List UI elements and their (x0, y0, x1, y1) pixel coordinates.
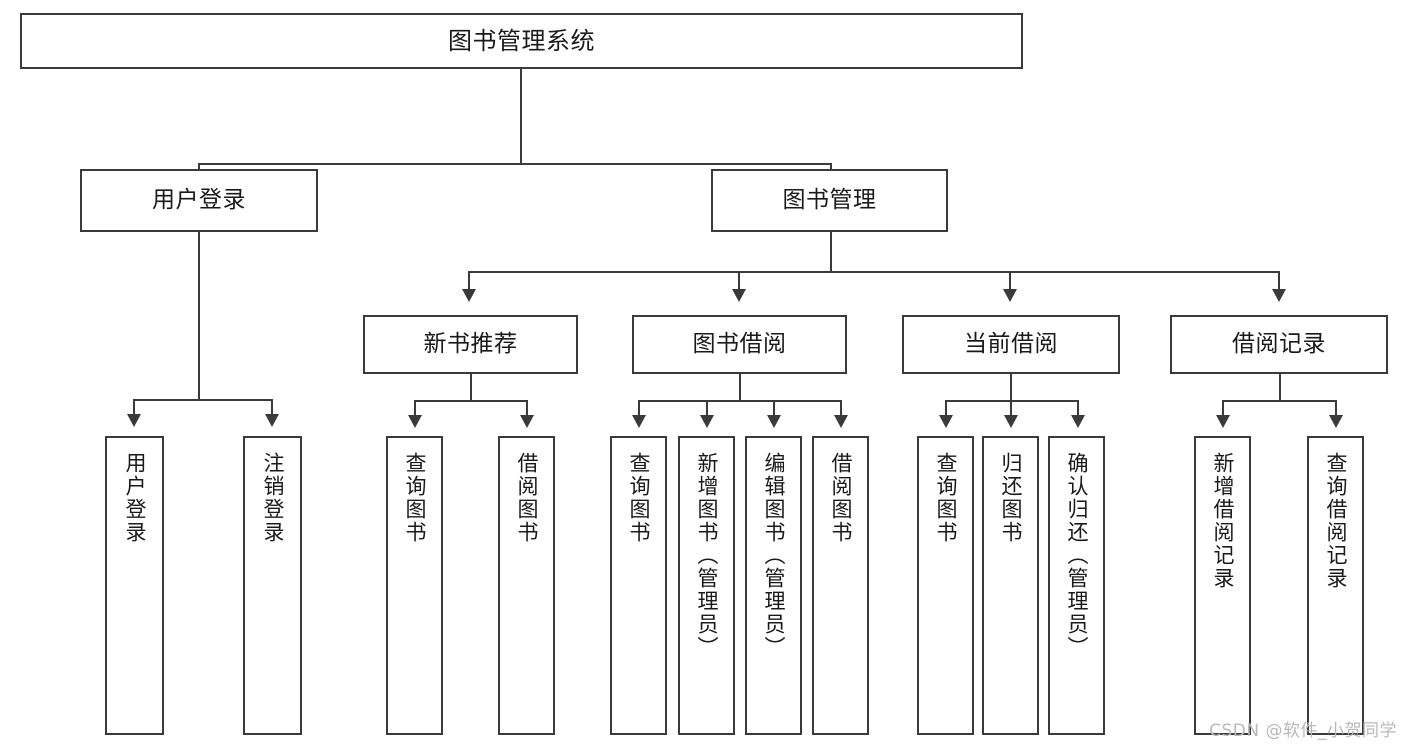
arrow-to-leaf-logout-login (265, 414, 279, 427)
node-label: 用户登录 (152, 186, 246, 213)
arrow-to-leaf-query-book-2 (632, 415, 646, 428)
arrow-to-leaf-borrow-book-2 (834, 415, 848, 428)
arrow-to-borrow-record (1272, 289, 1286, 302)
node-label: 当前借阅 (964, 330, 1058, 357)
leaf-query-book-3[interactable]: 查询图书 (917, 436, 974, 735)
connector-br-bus (1222, 400, 1337, 402)
connector-level3-stub-2 (738, 271, 740, 293)
node-label: 图书借阅 (692, 330, 787, 357)
node-label: 图书管理 (782, 186, 877, 213)
node-label: 图书管理系统 (448, 26, 595, 55)
connector-level3-stub-4 (1278, 271, 1280, 293)
leaf-user-login[interactable]: 用户登录 (105, 436, 164, 735)
node-borrow-record[interactable]: 借阅记录 (1170, 315, 1388, 374)
leaf-label: 查询借阅记录 (1323, 452, 1348, 590)
node-book-management-system[interactable]: 图书管理系统 (20, 13, 1023, 69)
connector-br-trunk (1279, 374, 1281, 401)
leaf-label: 确认归还（管理员） (1064, 452, 1089, 659)
leaf-return-book[interactable]: 归还图书 (982, 436, 1039, 735)
connector-bb-stub-4 (840, 400, 842, 418)
connector-cb-stub-3 (1077, 400, 1079, 418)
connector-nbr-stub-2 (526, 400, 528, 418)
arrow-to-current-borrow (1003, 289, 1017, 302)
node-label: 新书推荐 (423, 330, 518, 357)
connector-bb-stub-1 (638, 400, 640, 418)
arrow-to-leaf-query-book-3 (939, 415, 953, 428)
leaf-label: 归还图书 (998, 452, 1023, 544)
leaf-add-book[interactable]: 新增图书（管理员） (678, 436, 735, 735)
leaf-label: 查询图书 (933, 452, 958, 544)
leaf-label: 新增借阅记录 (1210, 452, 1235, 590)
connector-bb-stub-2 (706, 400, 708, 418)
leaf-label: 借阅图书 (514, 452, 539, 544)
leaf-label: 新增图书（管理员） (694, 452, 719, 659)
arrow-to-book-borrow (732, 289, 746, 302)
connector-bb-bus (638, 400, 841, 402)
leaf-add-record[interactable]: 新增借阅记录 (1194, 436, 1251, 735)
connector-book-manage-trunk (830, 232, 832, 272)
connector-user-login-bus (133, 399, 272, 401)
connector-user-login-stub-2 (271, 399, 273, 418)
arrow-to-leaf-borrow-book-1 (520, 415, 534, 428)
leaf-logout-login[interactable]: 注销登录 (243, 436, 302, 735)
leaf-query-book-1[interactable]: 查询图书 (386, 436, 443, 735)
leaf-label: 查询图书 (402, 452, 427, 544)
node-book-manage[interactable]: 图书管理 (711, 169, 948, 232)
connector-level3-stub-1 (468, 271, 470, 293)
leaf-borrow-book-1[interactable]: 借阅图书 (498, 436, 555, 735)
connector-cb-trunk (1010, 374, 1012, 401)
connector-bb-stub-3 (773, 400, 775, 418)
leaf-label: 注销登录 (260, 452, 285, 544)
connector-root-trunk (520, 69, 522, 164)
connector-br-stub-1 (1222, 400, 1224, 418)
connector-nbr-trunk (470, 374, 472, 401)
arrow-to-leaf-return-book (1004, 415, 1018, 428)
leaf-label: 查询图书 (626, 452, 651, 544)
connector-br-stub-2 (1335, 400, 1337, 418)
connector-level3-bus (468, 271, 1280, 273)
connector-level3-stub-3 (1009, 271, 1011, 293)
connector-user-login-trunk (198, 232, 200, 400)
arrow-to-leaf-query-record (1329, 415, 1343, 428)
node-new-book-recommend[interactable]: 新书推荐 (363, 315, 578, 374)
connector-nbr-bus (414, 400, 528, 402)
arrow-to-leaf-confirm-return (1071, 415, 1085, 428)
arrow-to-new-book-recommend (462, 289, 476, 302)
node-user-login[interactable]: 用户登录 (80, 169, 318, 232)
leaf-label: 编辑图书（管理员） (761, 452, 786, 659)
connector-level2-bus (198, 163, 832, 165)
connector-cb-stub-1 (945, 400, 947, 418)
node-current-borrow[interactable]: 当前借阅 (902, 315, 1120, 374)
leaf-edit-book[interactable]: 编辑图书（管理员） (745, 436, 802, 735)
leaf-label: 用户登录 (122, 452, 147, 544)
leaf-query-record[interactable]: 查询借阅记录 (1307, 436, 1364, 735)
connector-user-login-stub-1 (133, 399, 135, 418)
arrow-to-leaf-query-book-1 (408, 415, 422, 428)
leaf-borrow-book-2[interactable]: 借阅图书 (812, 436, 869, 735)
node-label: 借阅记录 (1232, 330, 1326, 357)
leaf-query-book-2[interactable]: 查询图书 (610, 436, 667, 735)
leaf-label: 借阅图书 (828, 452, 853, 544)
arrow-to-leaf-edit-book (767, 415, 781, 428)
connector-nbr-stub-1 (414, 400, 416, 418)
arrow-to-leaf-user-login (127, 414, 141, 427)
node-book-borrow[interactable]: 图书借阅 (632, 315, 847, 374)
connector-bb-trunk (739, 374, 741, 401)
arrow-to-leaf-add-book (700, 415, 714, 428)
connector-cb-stub-2 (1010, 400, 1012, 418)
arrow-to-leaf-add-record (1216, 415, 1230, 428)
leaf-confirm-return[interactable]: 确认归还（管理员） (1048, 436, 1105, 735)
